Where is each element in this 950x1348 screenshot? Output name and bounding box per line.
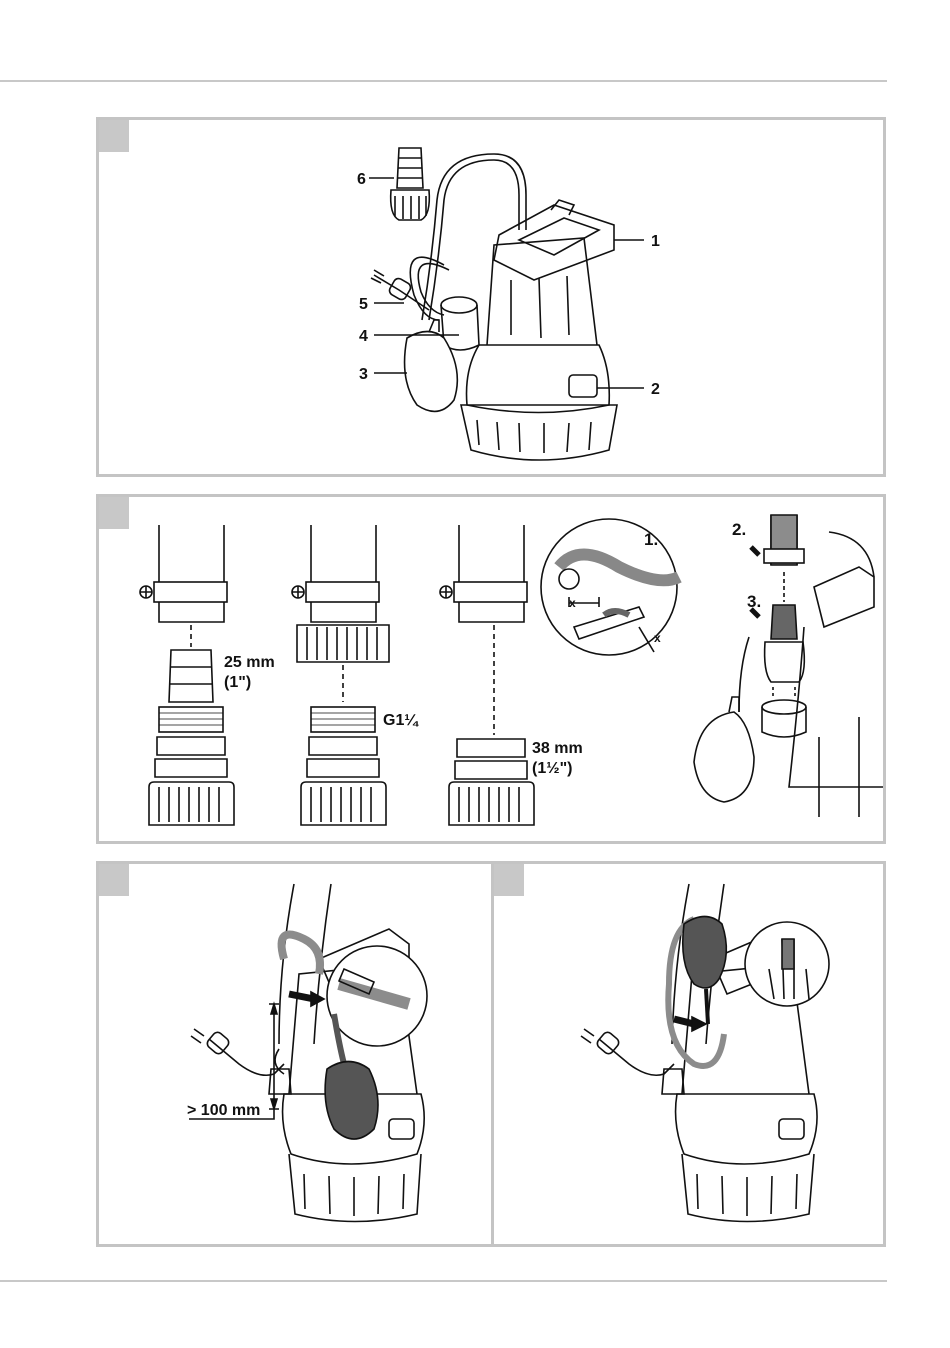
float-placement-drawing	[494, 864, 886, 1247]
label-1: 1	[651, 233, 660, 250]
pump-housing-lower	[467, 345, 610, 413]
label-3: 3	[359, 366, 368, 383]
pressure-outlet	[441, 297, 477, 313]
distance-label: > 100 mm	[187, 1102, 260, 1119]
size-38mm: 38 mm	[532, 740, 583, 757]
size-25mm: 25 mm	[224, 654, 275, 671]
arrow	[674, 1019, 694, 1024]
thread-g114: G1¼	[383, 712, 419, 729]
panel-hose-connection: 25 mm (1") G1¼ 38 mm (1½") 1. 2. 3. x x	[96, 494, 886, 844]
label-5: 5	[359, 296, 368, 313]
panel-float-placement	[491, 861, 886, 1247]
step-3: 3.	[747, 592, 761, 611]
pump-overview-drawing: 1 2 3 4 5 6	[99, 120, 886, 477]
float-switch	[683, 917, 727, 989]
panel-float-distance: > 100 mm	[96, 861, 494, 1247]
viewing-window	[569, 375, 597, 397]
cable-tube	[429, 160, 519, 320]
step-2: 2.	[732, 520, 746, 539]
bottom-rule	[0, 1280, 887, 1282]
panel-pump-overview: 1 2 3 4 5 6	[96, 117, 886, 477]
carrying-handle	[494, 205, 614, 280]
float-switch	[325, 1062, 378, 1140]
size-38mm-inch: (1½")	[532, 760, 572, 777]
step-1: 1.	[644, 530, 658, 549]
connector-38mm	[440, 525, 534, 825]
size-25mm-inch: (1")	[224, 674, 251, 691]
float-distance-drawing: > 100 mm	[99, 864, 494, 1247]
pump-housing-upper	[487, 238, 597, 345]
clearance-x-1: x	[569, 596, 576, 610]
connector-g-thread	[292, 525, 389, 825]
top-rule	[0, 80, 887, 82]
label-4: 4	[359, 328, 368, 345]
label-2: 2	[651, 381, 660, 398]
mains-plug	[388, 277, 413, 302]
pump-hose-assembly	[694, 515, 886, 817]
label-6: 6	[357, 171, 366, 188]
float-switch	[405, 332, 458, 412]
clearance-x-2: x	[654, 631, 661, 645]
connector-25mm	[140, 525, 234, 825]
hose-connection-drawing: 25 mm (1") G1¼ 38 mm (1½") 1. 2. 3. x x	[99, 497, 886, 844]
